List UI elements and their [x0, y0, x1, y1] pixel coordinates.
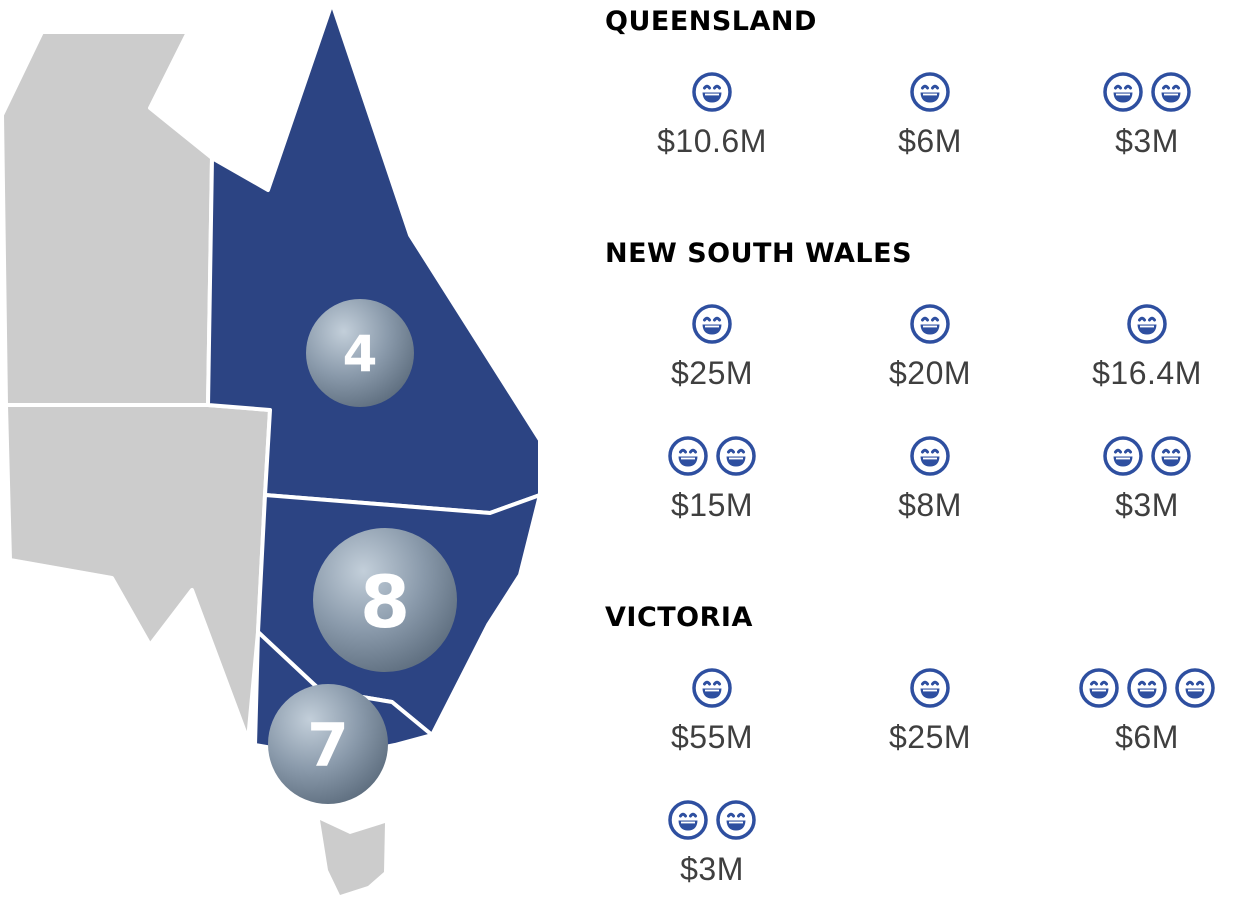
queensland-winner-badge: 4 [306, 299, 414, 407]
winner-faces [622, 799, 802, 841]
queensland-heading: QUEENSLAND [605, 6, 817, 37]
winner-faces [840, 71, 1020, 113]
nsw-winner-badge: 8 [313, 528, 457, 672]
prize-item: $20M [840, 303, 1020, 392]
northern-territory [0, 30, 214, 407]
winner-faces [840, 667, 1020, 709]
smiley-face-icon [1079, 668, 1119, 708]
winner-faces [1057, 435, 1237, 477]
nsw-heading: NEW SOUTH WALES [605, 238, 913, 269]
winner-faces [1057, 667, 1237, 709]
nsw-winner-count: 8 [360, 560, 410, 644]
prize-item: $55M [622, 667, 802, 756]
prize-item: $8M [840, 435, 1020, 524]
east-australia-map: 4 8 7 [0, 1, 542, 895]
smiley-face-icon [668, 436, 708, 476]
prize-item: $10.6M [622, 71, 802, 160]
smiley-face-icon [910, 304, 950, 344]
winner-faces [622, 303, 802, 345]
prize-item: $6M [840, 71, 1020, 160]
winner-faces [622, 435, 802, 477]
smiley-face-icon [716, 436, 756, 476]
smiley-face-icon [692, 668, 732, 708]
victoria-winner-count: 7 [307, 711, 349, 781]
prize-item: $3M [622, 799, 802, 888]
winner-faces [1057, 71, 1237, 113]
smiley-face-icon [1103, 72, 1143, 112]
smiley-face-icon [668, 800, 708, 840]
prize-amount: $55M [670, 719, 754, 755]
prize-item: $6M [1057, 667, 1237, 756]
smiley-face-icon [692, 304, 732, 344]
prize-amount: $8M [898, 487, 962, 523]
prize-amount: $20M [888, 355, 972, 391]
winner-faces [622, 71, 802, 113]
prize-amount: $16.4M [1092, 355, 1202, 391]
smiley-face-icon [910, 668, 950, 708]
prize-amount: $15M [670, 487, 754, 523]
prize-item: $3M [1057, 71, 1237, 160]
winner-faces [622, 667, 802, 709]
winner-faces [840, 435, 1020, 477]
prize-item: $16.4M [1057, 303, 1237, 392]
smiley-face-icon [692, 72, 732, 112]
smiley-face-icon [1103, 436, 1143, 476]
victoria-heading: VICTORIA [605, 602, 753, 633]
queensland-winner-count: 4 [343, 325, 378, 383]
winner-faces [1057, 303, 1237, 345]
winner-faces [840, 303, 1020, 345]
prize-amount: $3M [1115, 487, 1179, 523]
smiley-face-icon [716, 800, 756, 840]
prize-item: $15M [622, 435, 802, 524]
smiley-face-icon [1127, 668, 1167, 708]
smiley-face-icon [910, 436, 950, 476]
prize-item: $3M [1057, 435, 1237, 524]
tasmania [320, 820, 385, 895]
prize-amount: $10.6M [657, 123, 767, 159]
smiley-face-icon [1127, 304, 1167, 344]
prize-item: $25M [840, 667, 1020, 756]
prize-item: $25M [622, 303, 802, 392]
prize-amount: $6M [898, 123, 962, 159]
prize-amount: $3M [1115, 123, 1179, 159]
prize-amount: $25M [888, 719, 972, 755]
prize-amount: $25M [670, 355, 754, 391]
smiley-face-icon [1151, 436, 1191, 476]
victoria-winner-badge: 7 [268, 684, 388, 804]
south-australia [4, 403, 272, 742]
prize-amount: $3M [680, 851, 744, 887]
smiley-face-icon [910, 72, 950, 112]
prize-amount: $6M [1115, 719, 1179, 755]
smiley-face-icon [1151, 72, 1191, 112]
smiley-face-icon [1175, 668, 1215, 708]
